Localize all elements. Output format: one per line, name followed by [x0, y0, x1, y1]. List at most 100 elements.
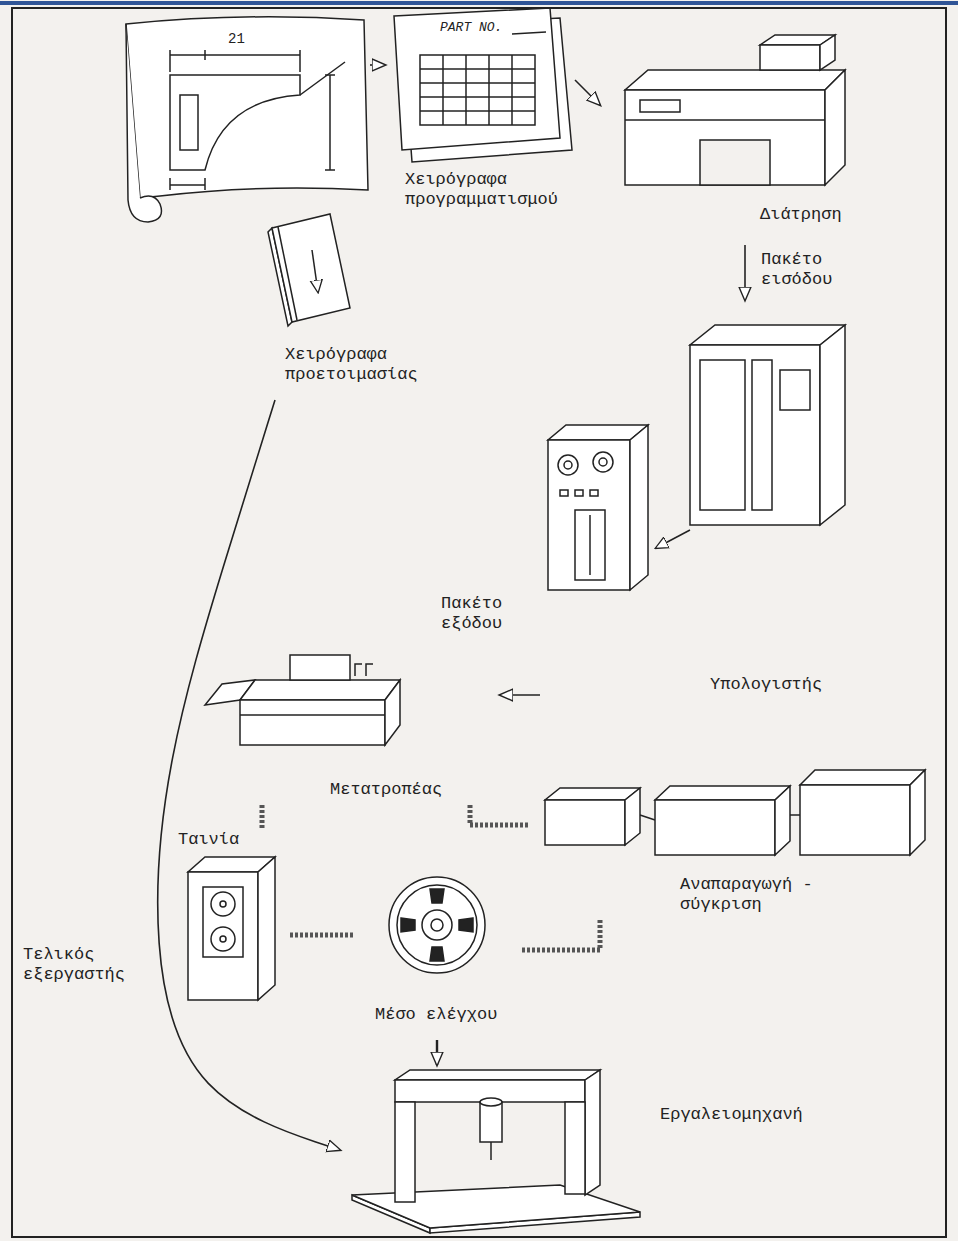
machine-tool-part	[395, 1102, 415, 1202]
tape-reel-part	[401, 918, 415, 932]
converter-part	[385, 680, 400, 745]
programming-sheets-part	[420, 110, 535, 112]
programming-sheets-part	[402, 18, 572, 162]
programming-sheets-part	[420, 55, 535, 125]
tape-reel-part	[431, 919, 443, 931]
tape-reader-part	[220, 901, 226, 907]
engineering-drawing-part	[170, 54, 300, 56]
converter-part	[355, 664, 373, 676]
programming-sheets-part	[420, 82, 535, 84]
flow-arrow	[436, 1040, 438, 1065]
keypunch-machine-part	[700, 140, 770, 185]
computer-part	[589, 515, 591, 575]
computer-part	[593, 452, 613, 472]
page-frame-part	[0, 1, 958, 5]
machine-tool-part	[430, 1212, 640, 1233]
engineering-drawing-part	[204, 50, 206, 60]
computer-part	[560, 490, 568, 496]
edge-label: Πακέτο εξόδου	[440, 594, 503, 635]
preparation-booklet	[268, 214, 350, 326]
reproduce-compare-units-part	[800, 785, 910, 855]
tape-reader-part	[203, 887, 243, 957]
tape-reader-part	[211, 927, 235, 951]
tape-reel-part	[430, 947, 444, 961]
node-caption: Εργαλειομηχανή	[660, 1105, 803, 1125]
edge-label: Πακέτο εισόδου	[760, 250, 833, 291]
tape-connector	[260, 805, 265, 830]
preparation-booklet-part	[278, 227, 297, 320]
preparation-booklet-part	[272, 214, 350, 322]
node-caption: Μετατροπέας	[330, 780, 442, 800]
engineering-drawing-part	[180, 95, 198, 150]
reproduce-compare-units-part	[790, 814, 800, 816]
engineering-drawing-part	[126, 17, 368, 198]
machine-tool	[352, 1070, 640, 1233]
programming-sheets-part	[442, 55, 444, 125]
reproduce-compare-units-part	[775, 786, 790, 855]
flow-arrow	[158, 400, 340, 1150]
engineering-drawing: 21	[115, 15, 370, 210]
reproduce-compare-units-part	[655, 800, 775, 855]
reproduce-compare-units-part	[545, 800, 625, 845]
computer-part	[630, 425, 648, 590]
preparation-booklet-part	[268, 228, 292, 326]
computer-part	[700, 360, 745, 510]
tape-reel-part	[430, 889, 444, 903]
booklet-box: Χειρόγραφα προετοιμασίας	[260, 210, 490, 400]
converter	[205, 655, 400, 745]
node-caption: Αναπαραγωγή - σύγκριση	[680, 875, 818, 916]
computer-part	[780, 370, 810, 410]
engineering-drawing-part	[300, 62, 345, 95]
reproduce-compare-units-part	[800, 770, 925, 785]
reproduce-compare-units-part	[625, 788, 640, 845]
tape-reader-part	[188, 872, 258, 1000]
keypunch-machine-part	[760, 35, 835, 45]
keypunch-machine-part	[625, 90, 825, 185]
tape-reel-part	[389, 877, 485, 973]
programming-sheets-part	[465, 55, 467, 125]
programming-sheets-part	[420, 96, 535, 98]
converter-part	[240, 680, 400, 700]
tape-reader-part	[220, 936, 226, 942]
computer	[548, 325, 845, 590]
keypunch-machine-part	[820, 35, 835, 70]
tape-reel-part	[459, 918, 473, 932]
programming-sheets-part	[511, 55, 513, 125]
computer-part	[590, 490, 598, 496]
tape-connector	[520, 920, 600, 950]
computer-part	[564, 461, 572, 469]
keypunch-box: Διάτρηση	[600, 20, 870, 245]
node-caption: Χειρόγραφα προγραμματισμού	[405, 170, 558, 211]
engineering-drawing-part	[204, 178, 206, 190]
node-caption: Μέσο ελέγχου	[375, 1005, 497, 1025]
reel-box: Μέσο ελέγχου	[355, 865, 520, 1040]
engineering-drawing	[126, 17, 368, 222]
flow-arrow	[500, 694, 540, 696]
engineering-drawing-part	[169, 178, 171, 190]
machine-tool-part	[395, 1070, 600, 1080]
machine-tool-part	[352, 1195, 430, 1233]
programming-sheets-part	[512, 32, 546, 34]
keypunch-machine-part	[640, 100, 680, 112]
converter-part	[240, 700, 385, 745]
reproduce-compare-units-part	[910, 770, 925, 855]
flow-arrow	[370, 64, 385, 66]
computer-part	[575, 490, 583, 496]
computer-part	[690, 345, 820, 525]
computer-part	[548, 425, 648, 440]
node-caption: Ταινία	[178, 830, 239, 850]
programming-sheets-part	[420, 68, 535, 70]
programming-sheets	[394, 8, 572, 162]
computer-part	[599, 458, 607, 466]
computer-box: Υπολογιστής	[540, 300, 880, 720]
page-frame-part	[12, 8, 946, 1237]
engineering-drawing-part	[325, 169, 335, 171]
reproduce-compare-box: Αναπαραγωγή - σύγκριση	[530, 760, 930, 920]
machine-tool-part	[565, 1102, 585, 1194]
engineering-drawing-part	[329, 75, 331, 170]
programming-sheets-part	[394, 8, 560, 150]
tape-reader	[188, 857, 275, 1000]
node-caption: 21	[228, 31, 245, 48]
machine-tool-box: Εργαλειομηχανή	[340, 1065, 850, 1235]
